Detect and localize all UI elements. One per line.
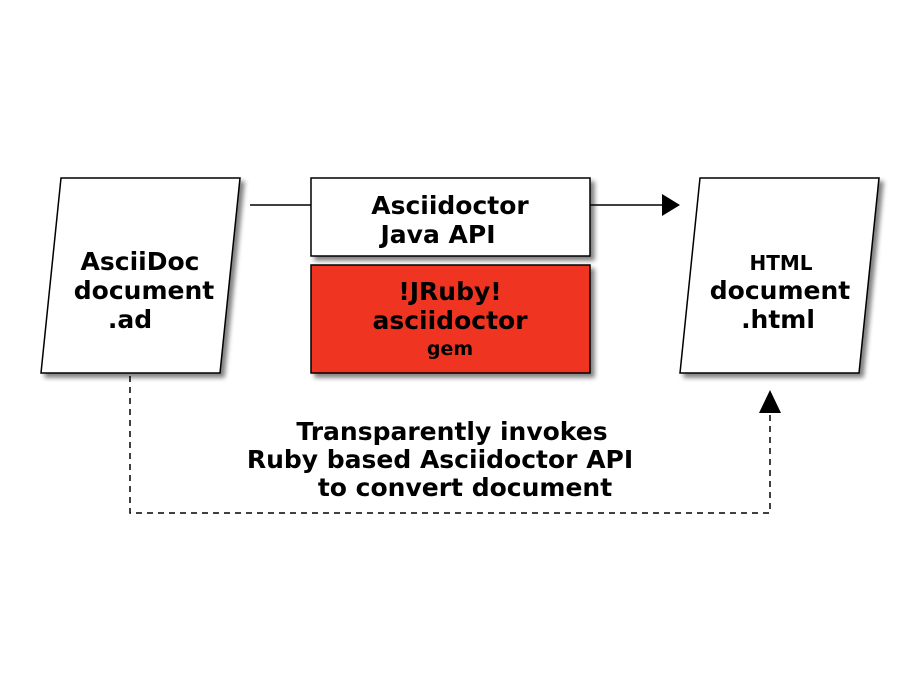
output-document-label-line3: .html	[741, 305, 815, 334]
note-line3: to convert document	[318, 473, 612, 502]
note-line2: Ruby based Asciidoctor API	[247, 445, 633, 474]
jruby-gem-node: !JRuby! asciidoctor gem	[310, 264, 591, 374]
jruby-gem-label-line2: asciidoctor	[372, 306, 528, 335]
arrowhead-up-icon	[759, 390, 781, 413]
java-api-node: Asciidoctor Java API	[310, 177, 591, 257]
input-document-label-line1: AsciiDoc	[81, 247, 200, 276]
api-to-output-arrow	[590, 194, 680, 216]
input-document-label-line2: document	[74, 276, 214, 305]
java-api-box	[310, 177, 591, 257]
invocation-note: Transparently invokes Ruby based Asciido…	[247, 417, 633, 502]
output-document-node: HTML document .html	[679, 177, 880, 374]
transparent-invocation-path	[129, 376, 781, 514]
input-document-label-line3: .ad	[108, 305, 152, 334]
jruby-gem-box	[310, 264, 591, 374]
note-line1: Transparently invokes	[296, 417, 607, 446]
input-document-node: AsciiDoc document .ad	[40, 177, 241, 374]
output-document-label-line2: document	[710, 276, 850, 305]
arrowhead-icon	[662, 194, 680, 216]
jruby-gem-label-line3: gem	[427, 338, 473, 360]
java-api-label-line1: Asciidoctor	[371, 191, 529, 220]
java-api-label-line2: Java API	[378, 220, 495, 249]
jruby-gem-label-line1: !JRuby!	[398, 277, 501, 306]
output-document-label-line1: HTML	[749, 251, 812, 275]
input-document-shape	[40, 177, 241, 374]
output-document-shape	[679, 177, 880, 374]
dashed-connector	[129, 376, 771, 514]
